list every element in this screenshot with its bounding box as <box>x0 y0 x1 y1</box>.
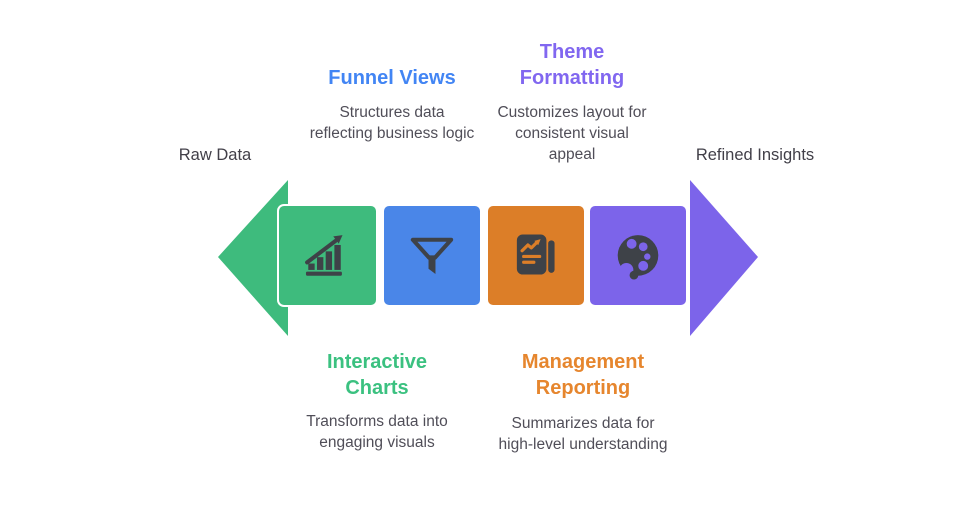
stage-title-theme-formatting: Theme Formatting <box>519 41 625 89</box>
funnel-icon <box>410 237 454 274</box>
right-arrow <box>690 180 758 336</box>
raw-data-label: Raw Data <box>178 146 252 164</box>
stage-desc-theme-formatting: Customizes layout for consistent visual … <box>497 104 647 163</box>
left-arrow <box>218 180 288 336</box>
stage-box-funnel-views <box>382 204 482 307</box>
growth-chart-icon <box>304 234 342 276</box>
stage-box-interactive-charts <box>277 204 378 307</box>
stage-desc-funnel-views: Structures data reflecting business logi… <box>309 104 475 142</box>
stage-title-interactive-charts: Interactive Charts <box>326 351 428 399</box>
stage-title-management-reporting: Management Reporting <box>521 351 645 399</box>
stage-desc-management-reporting: Summarizes data for high-level understan… <box>498 415 668 453</box>
report-icon <box>516 234 555 275</box>
stage-box-management-reporting <box>486 204 586 307</box>
stage-box-theme-formatting <box>588 204 688 307</box>
stage-title-funnel-views: Funnel Views <box>328 67 456 89</box>
palette-icon <box>617 234 659 279</box>
stage-desc-interactive-charts: Transforms data into engaging visuals <box>306 413 448 451</box>
refined-insights-label: Refined Insights <box>695 146 815 164</box>
